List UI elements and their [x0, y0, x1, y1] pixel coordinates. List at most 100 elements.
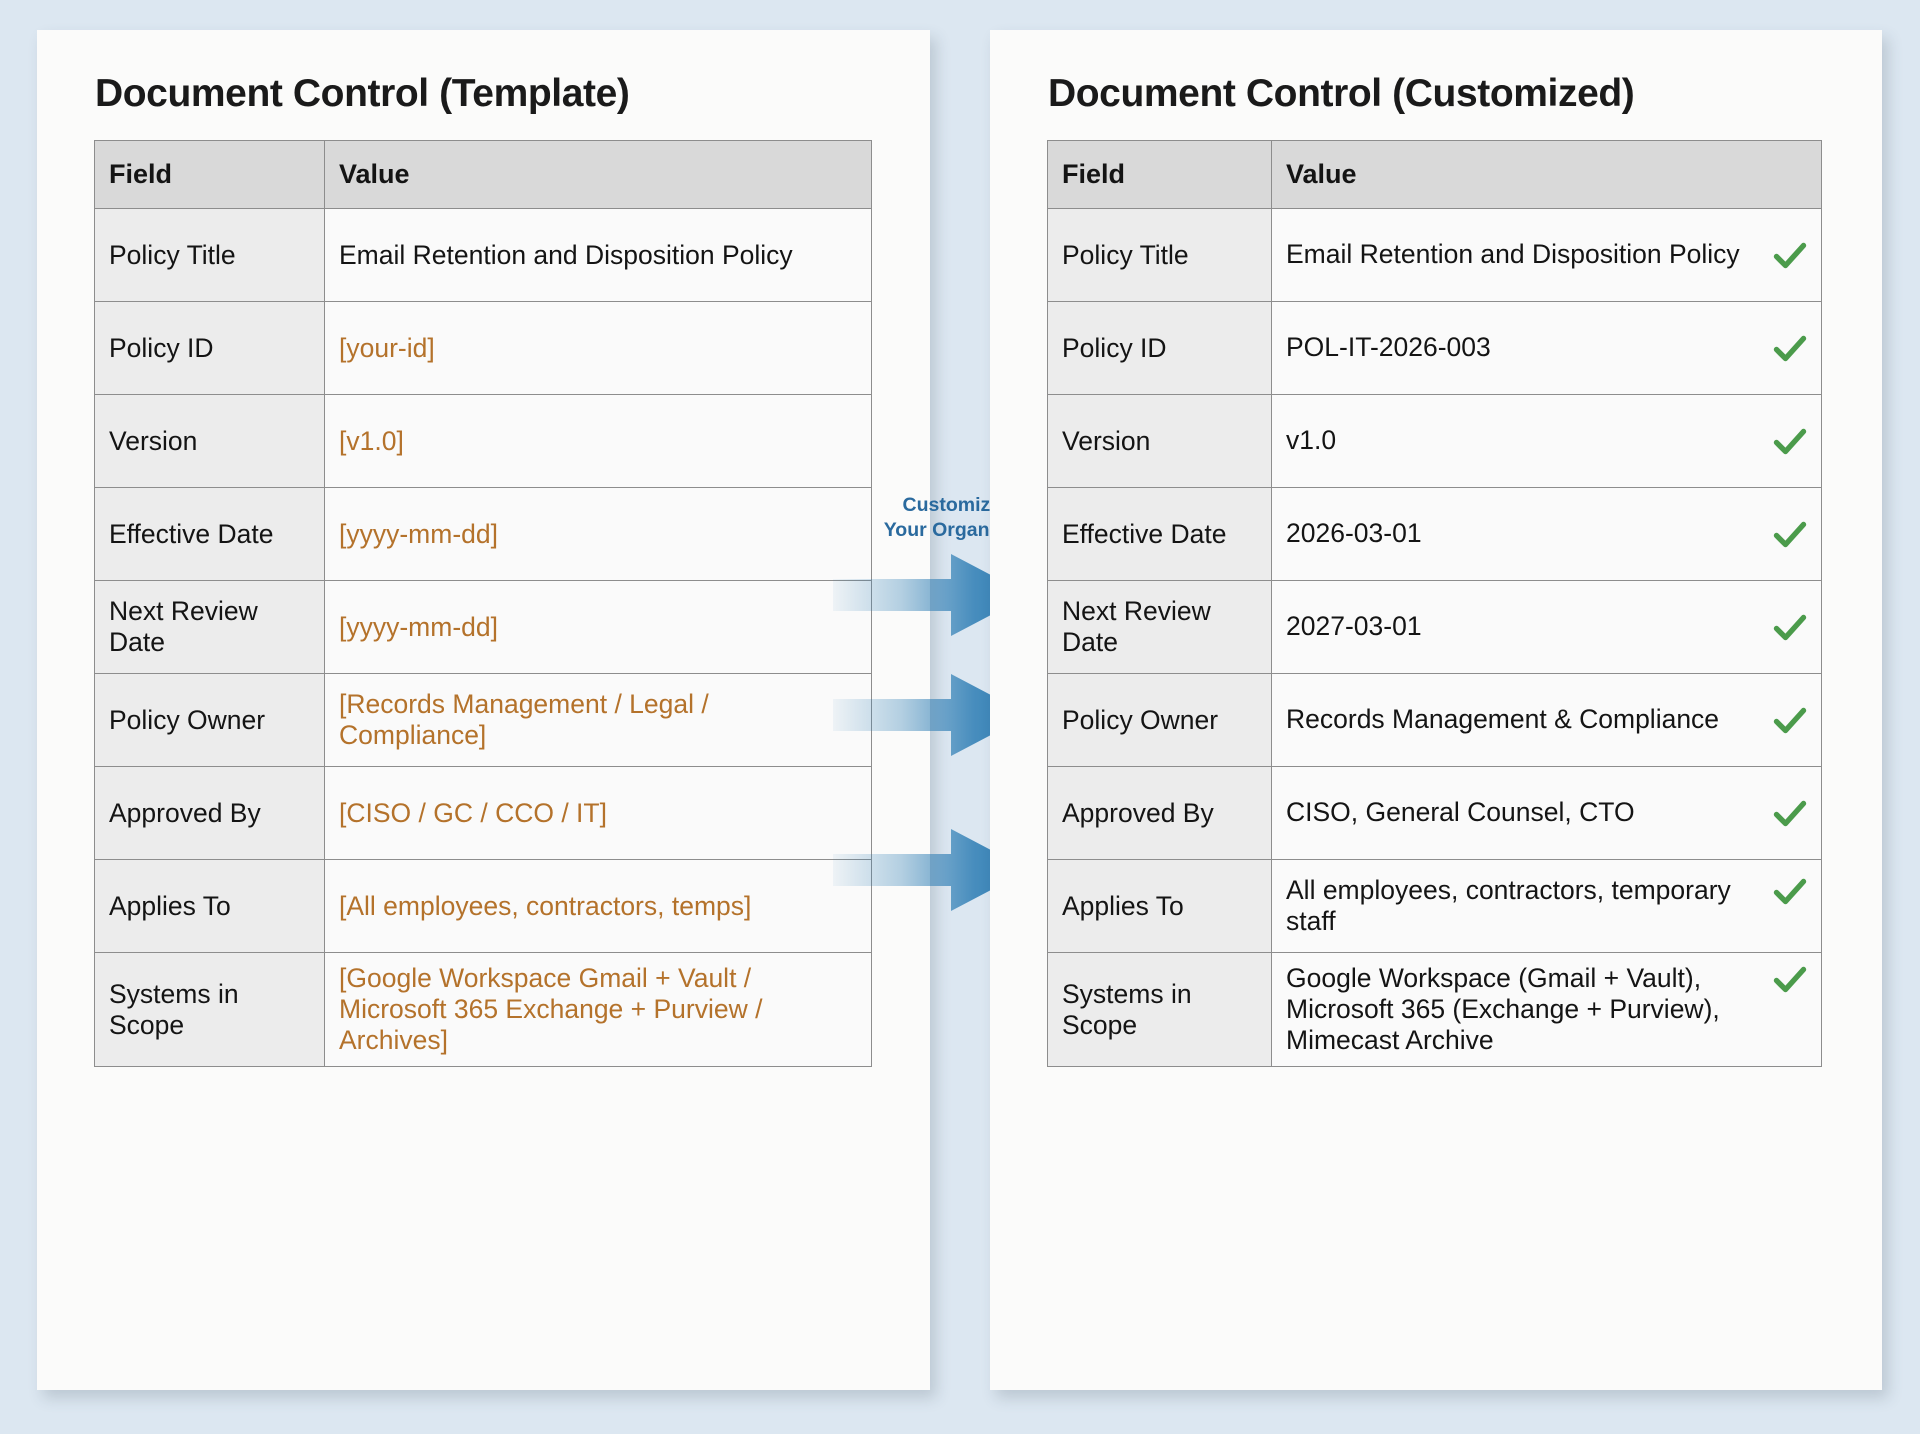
table-row: Policy Owner[Records Management / Legal … — [94, 673, 872, 767]
check-icon — [1773, 427, 1807, 457]
row-value-cell: 2027-03-01 — [1271, 580, 1822, 674]
table-row: Version[v1.0] — [94, 394, 872, 488]
row-field-label: Approved By — [94, 766, 325, 860]
row-field-label: Applies To — [1047, 859, 1272, 953]
row-value-cell: [yyyy-mm-dd] — [324, 580, 872, 674]
check-icon — [1773, 877, 1807, 907]
value-text: 2027-03-01 — [1286, 611, 1422, 641]
value-inner: [Records Management / Legal / Compliance… — [339, 689, 857, 751]
table-row: Approved By [CISO / GC / CCO / IT] — [94, 766, 872, 860]
row-field-label: Effective Date — [94, 487, 325, 581]
row-value-cell: [Records Management / Legal / Compliance… — [324, 673, 872, 767]
table-row: Policy ID POL-IT-2026-003 — [1047, 301, 1822, 395]
check-icon — [1773, 520, 1807, 550]
row-value-cell: [v1.0] — [324, 394, 872, 488]
column-header-field: Field — [1047, 140, 1272, 209]
value-inner: [CISO / GC / CCO / IT] — [339, 798, 857, 829]
customized-panel-title: Document Control (Customized) — [1048, 72, 1635, 115]
row-value-cell: 2026-03-01 — [1271, 487, 1822, 581]
placeholder-value-text: [All employees, contractors, temps] — [339, 890, 752, 921]
table-row: Systems in Scope[Google Workspace Gmail … — [94, 952, 872, 1067]
placeholder-value-text: [yyyy-mm-dd] — [339, 518, 498, 549]
value-inner: v1.0 — [1286, 425, 1807, 457]
template-panel: Document Control (Template) Field Value … — [37, 30, 930, 1390]
table-row: Effective Date [yyyy-mm-dd] — [94, 487, 872, 581]
value-inner: 2026-03-01 — [1286, 518, 1807, 550]
row-value-cell: v1.0 — [1271, 394, 1822, 488]
value-text: Email Retention and Disposition Policy — [339, 239, 793, 270]
row-value-cell: [CISO / GC / CCO / IT] — [324, 766, 872, 860]
value-inner: [yyyy-mm-dd] — [339, 612, 857, 643]
row-value-cell: POL-IT-2026-003 — [1271, 301, 1822, 395]
value-inner: All employees, contractors, temporary st… — [1286, 875, 1807, 937]
table-row: Next Review Date [yyyy-mm-dd] — [94, 580, 872, 674]
check-icon — [1773, 241, 1807, 271]
check-icon — [1773, 706, 1807, 736]
row-value-cell: Google Workspace (Gmail + Vault), Micros… — [1271, 952, 1822, 1067]
table-row: Version v1.0 — [1047, 394, 1822, 488]
row-value-cell: Records Management & Compliance — [1271, 673, 1822, 767]
row-field-label: Next Review Date — [1047, 580, 1272, 674]
row-field-label: Applies To — [94, 859, 325, 953]
value-text: CISO, General Counsel, CTO — [1286, 797, 1635, 827]
value-inner: POL-IT-2026-003 — [1286, 332, 1807, 364]
value-text: Google Workspace (Gmail + Vault), Micros… — [1286, 963, 1720, 1055]
placeholder-value-text: [Google Workspace Gmail + Vault / Micros… — [339, 963, 763, 1055]
value-inner: [Google Workspace Gmail + Vault / Micros… — [339, 963, 857, 1056]
placeholder-value-text: [yyyy-mm-dd] — [339, 611, 498, 642]
customized-table-head: Field Value — [1047, 140, 1822, 209]
value-text: 2026-03-01 — [1286, 518, 1422, 548]
row-value-cell: [All employees, contractors, temps] — [324, 859, 872, 953]
placeholder-value-text: [CISO / GC / CCO / IT] — [339, 797, 607, 828]
row-value-cell: [yyyy-mm-dd] — [324, 487, 872, 581]
row-value-cell: Email Retention and Disposition Policy — [324, 208, 872, 302]
row-field-label: Effective Date — [1047, 487, 1272, 581]
check-icon — [1773, 613, 1807, 643]
row-value-cell: [your-id] — [324, 301, 872, 395]
row-field-label: Policy ID — [94, 301, 325, 395]
row-field-label: Systems in Scope — [94, 952, 325, 1067]
table-header-row: Field Value — [1047, 140, 1822, 209]
row-field-label: Approved By — [1047, 766, 1272, 860]
table-row: Approved By CISO, General Counsel, CTO — [1047, 766, 1822, 860]
value-inner: Google Workspace (Gmail + Vault), Micros… — [1286, 963, 1807, 1056]
check-icon — [1773, 334, 1807, 364]
table-row: Policy ID [your-id] — [94, 301, 872, 395]
row-field-label: Version — [1047, 394, 1272, 488]
value-text: Email Retention and Disposition Policy — [1286, 239, 1740, 269]
table-header-row: Field Value — [94, 140, 872, 209]
column-header-value: Value — [1271, 140, 1822, 209]
template-panel-title: Document Control (Template) — [95, 72, 630, 115]
row-field-label: Systems in Scope — [1047, 952, 1272, 1067]
value-text: All employees, contractors, temporary st… — [1286, 875, 1731, 936]
value-text: v1.0 — [1286, 425, 1337, 455]
value-text: Records Management & Compliance — [1286, 704, 1720, 734]
value-inner: Records Management & Compliance — [1286, 704, 1807, 736]
value-inner: [yyyy-mm-dd] — [339, 519, 857, 550]
column-header-field: Field — [94, 140, 325, 209]
row-field-label: Next Review Date — [94, 580, 325, 674]
value-inner: [v1.0] — [339, 426, 857, 457]
column-header-value: Value — [324, 140, 872, 209]
value-text: POL-IT-2026-003 — [1286, 332, 1491, 362]
customized-panel: Document Control (Customized) Field Valu… — [990, 30, 1882, 1390]
value-inner: Email Retention and Disposition Policy — [339, 240, 857, 271]
row-value-cell: Email Retention and Disposition Policy — [1271, 208, 1822, 302]
value-inner: 2027-03-01 — [1286, 611, 1807, 643]
row-field-label: Policy ID — [1047, 301, 1272, 395]
row-field-label: Policy Owner — [1047, 673, 1272, 767]
check-icon — [1773, 965, 1807, 995]
row-value-cell: CISO, General Counsel, CTO — [1271, 766, 1822, 860]
table-row: Policy Owner Records Management & Complia… — [1047, 673, 1822, 767]
table-row: Next Review Date 2027-03-01 — [1047, 580, 1822, 674]
template-table-head: Field Value — [94, 140, 872, 209]
value-inner: [your-id] — [339, 333, 857, 364]
